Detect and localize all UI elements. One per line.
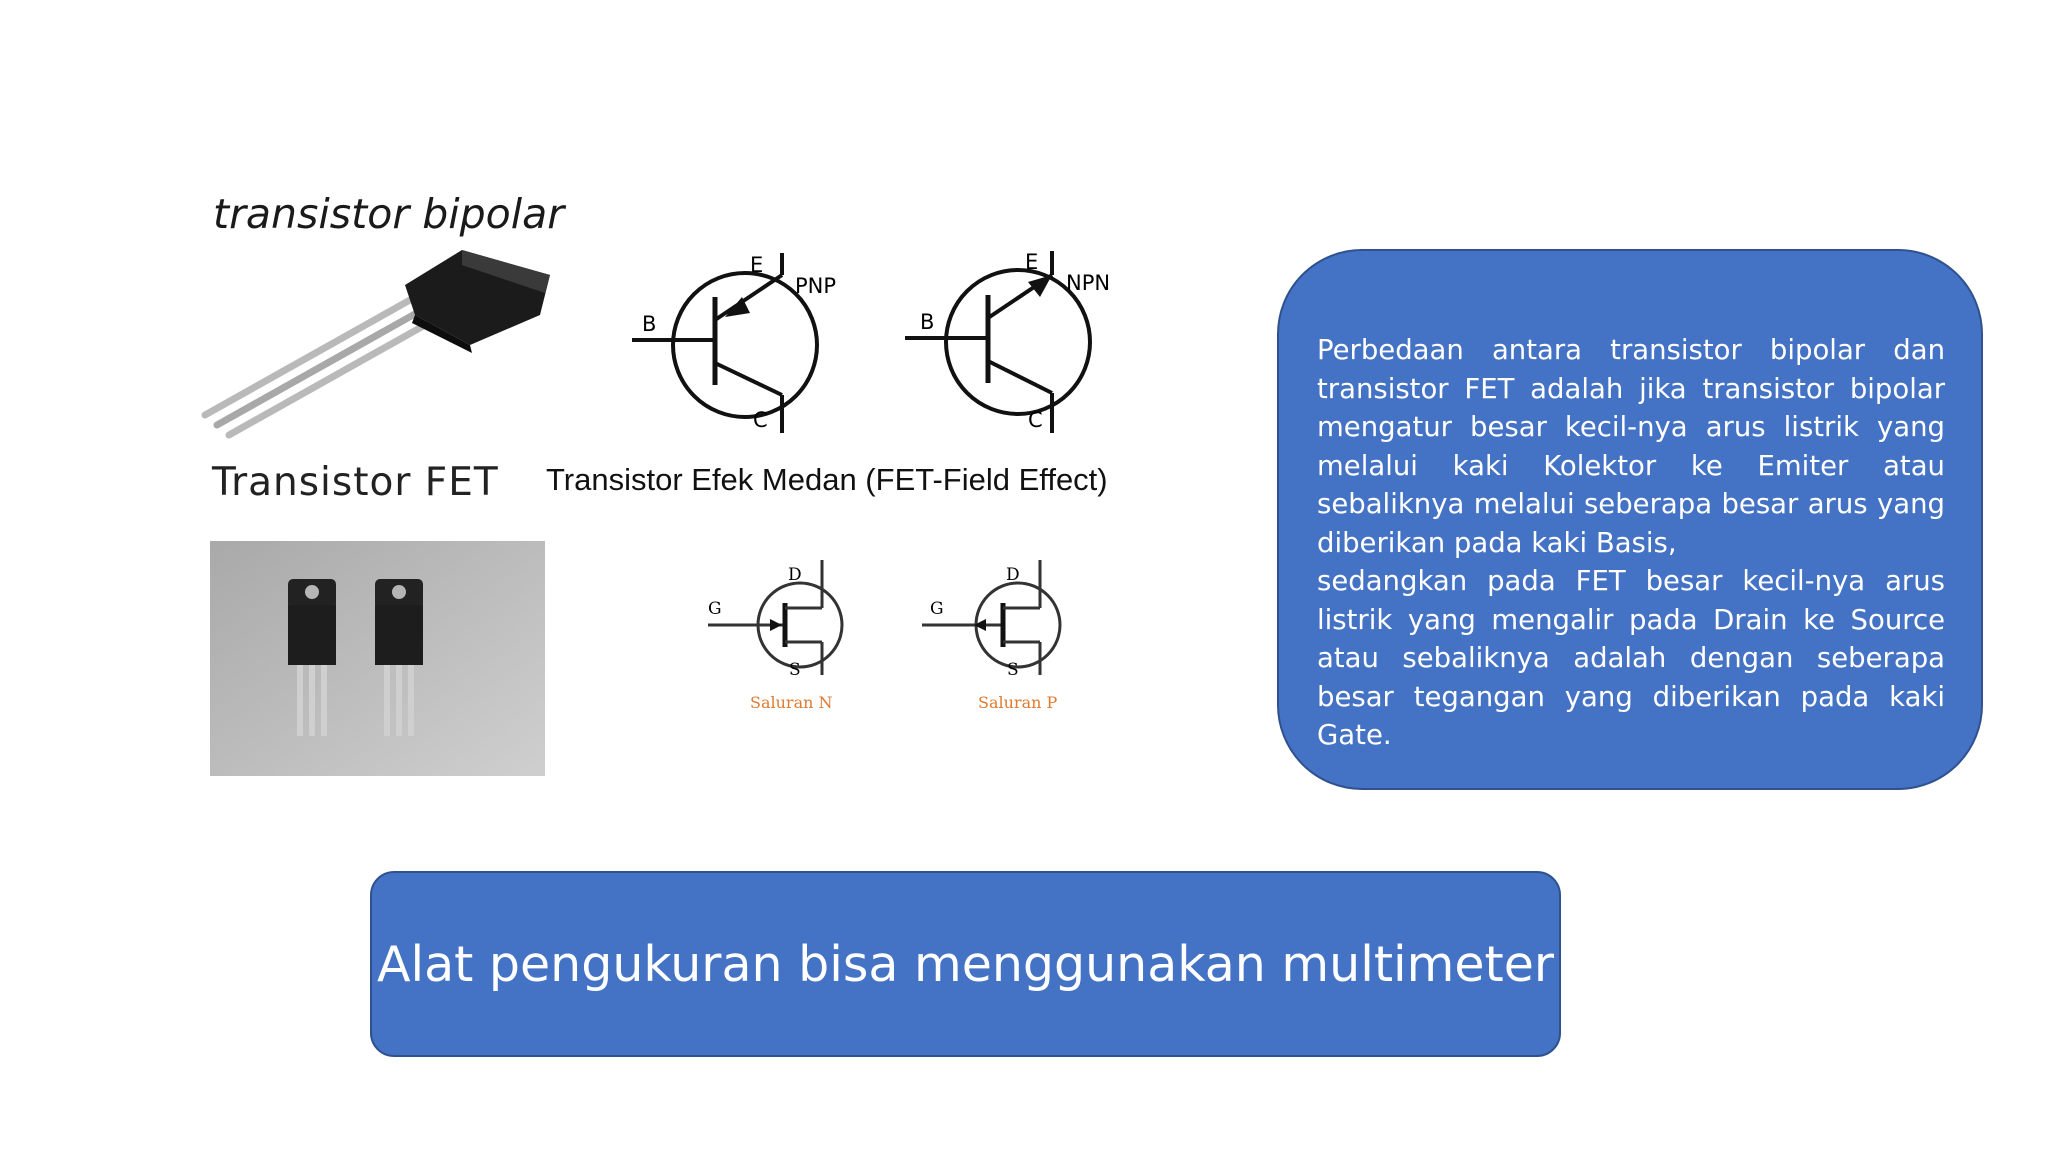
npn-arrow-icon xyxy=(1028,275,1052,297)
fet-p-pin-d: D xyxy=(1006,565,1020,585)
bjt-photo xyxy=(201,250,550,439)
npn-symbol: E B C NPN xyxy=(905,250,1110,433)
pnp-arrow-icon xyxy=(725,297,750,317)
fet-p-pin-g: G xyxy=(930,599,944,619)
fet-device-right xyxy=(375,579,423,736)
measurement-box: Alat pengukuran bisa menggunakan multime… xyxy=(370,871,1561,1057)
fet-photo xyxy=(210,541,545,776)
fet-subtitle: Transistor Efek Medan (FET-Field Effect) xyxy=(546,462,1108,497)
fet-title: Transistor FET xyxy=(212,460,499,505)
pnp-label: PNP xyxy=(795,274,836,298)
npn-pin-c: C xyxy=(1028,408,1043,432)
bjt-leads xyxy=(201,296,438,439)
fet-n-channel-label: Saluran N xyxy=(750,693,833,712)
info-text: Perbedaan antara transistor bipolar dan … xyxy=(1317,331,1945,755)
pnp-pin-c: C xyxy=(753,408,768,432)
fet-symbols: D G S Saluran N D G S Saluran P xyxy=(708,560,1062,712)
npn-label: NPN xyxy=(1066,271,1110,295)
fet-p-arrow-icon xyxy=(974,619,986,631)
info-paragraph-fet: sedangkan pada FET besar kecil-nya arus … xyxy=(1317,565,1945,751)
measurement-text: Alat pengukuran bisa menggunakan multime… xyxy=(376,935,1555,993)
bipolar-symbols: E B C PNP E B C NPN xyxy=(632,250,1110,433)
fet-n-arrow-icon xyxy=(770,619,782,631)
fet-device-left xyxy=(288,579,336,736)
fet-n-pin-s: S xyxy=(789,660,801,680)
pnp-symbol: E B C PNP xyxy=(632,253,836,433)
bjt-body xyxy=(405,250,550,353)
pnp-pin-b: B xyxy=(642,312,656,336)
info-box: Perbedaan antara transistor bipolar dan … xyxy=(1277,249,1983,790)
info-paragraph-bipolar: Perbedaan antara transistor bipolar dan … xyxy=(1317,334,1945,559)
pnp-pin-e: E xyxy=(750,253,763,277)
fet-p-channel-label: Saluran P xyxy=(978,693,1058,712)
npn-pin-e: E xyxy=(1025,250,1038,274)
fet-n-channel-symbol: D G S Saluran N xyxy=(708,560,844,712)
fet-p-channel-symbol: D G S Saluran P xyxy=(922,560,1062,712)
fet-p-pin-s: S xyxy=(1007,660,1019,680)
npn-pin-b: B xyxy=(920,310,934,334)
fet-n-pin-d: D xyxy=(788,565,802,585)
bipolar-title: transistor bipolar xyxy=(213,190,565,238)
fet-n-pin-g: G xyxy=(708,599,722,619)
